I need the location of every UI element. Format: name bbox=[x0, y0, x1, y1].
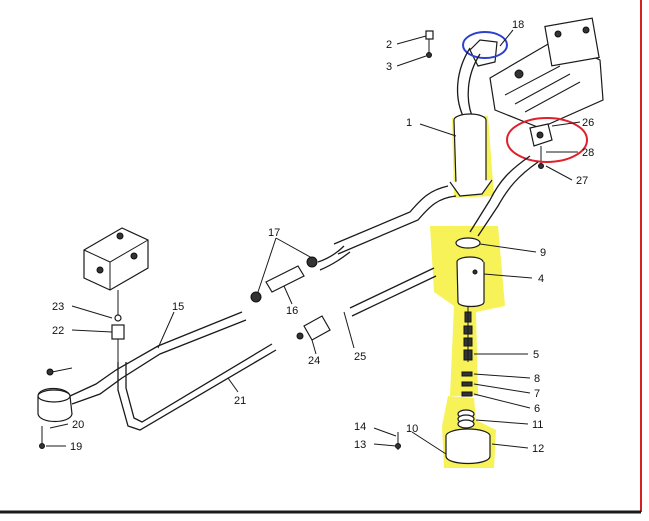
callout-27: 27 bbox=[576, 175, 588, 187]
callout-21: 21 bbox=[234, 395, 246, 407]
callout-20: 20 bbox=[72, 419, 84, 431]
callout-1: 1 bbox=[406, 117, 412, 129]
spool-5 bbox=[463, 306, 473, 362]
fittings-22-23 bbox=[111, 290, 125, 362]
callout-17: 17 bbox=[268, 227, 280, 239]
callout-15: 15 bbox=[172, 301, 184, 313]
callout-24: 24 bbox=[308, 355, 320, 367]
callout-23: 23 bbox=[52, 301, 64, 313]
bolts-13-14 bbox=[395, 432, 401, 450]
callout-11: 11 bbox=[532, 419, 543, 431]
callout-10: 10 bbox=[406, 423, 418, 435]
cap-12 bbox=[445, 428, 491, 465]
callout-14: 14 bbox=[354, 421, 366, 433]
spring-11 bbox=[457, 409, 475, 429]
callout-9: 9 bbox=[540, 247, 546, 259]
hose-25 bbox=[333, 185, 457, 317]
connector-24 bbox=[296, 315, 331, 341]
callout-16: 16 bbox=[286, 305, 298, 317]
connector-16-17 bbox=[250, 245, 351, 303]
hose-upper-left bbox=[456, 47, 481, 117]
callout-labels: 1 2 3 4 5 6 7 8 9 10 11 12 13 14 15 16 1… bbox=[52, 19, 594, 455]
callout-18: 18 bbox=[512, 19, 524, 31]
callout-7: 7 bbox=[534, 388, 540, 400]
callout-8: 8 bbox=[534, 373, 540, 385]
red-mark-circle bbox=[506, 117, 588, 163]
fitting-26-28 bbox=[506, 117, 588, 169]
ring-9 bbox=[455, 237, 481, 249]
small-parts-6-7-8 bbox=[461, 371, 473, 397]
hose-21 bbox=[117, 343, 277, 431]
filter-1 bbox=[449, 113, 493, 197]
hose-15 bbox=[69, 311, 247, 405]
block-20 bbox=[37, 368, 73, 449]
callout-13: 13 bbox=[354, 439, 366, 451]
valve-block bbox=[83, 227, 149, 291]
callout-22: 22 bbox=[52, 325, 64, 337]
leader-lines bbox=[46, 29, 581, 455]
callout-19: 19 bbox=[70, 441, 82, 453]
callout-3: 3 bbox=[386, 61, 392, 73]
bolt-2-3 bbox=[425, 30, 434, 58]
callout-12: 12 bbox=[532, 443, 544, 455]
callout-26: 26 bbox=[582, 117, 594, 129]
callout-28: 28 bbox=[582, 147, 594, 159]
pump-housing bbox=[489, 17, 604, 129]
hose-right bbox=[469, 155, 539, 237]
callout-6: 6 bbox=[534, 403, 540, 415]
callout-4: 4 bbox=[538, 273, 544, 285]
callout-2: 2 bbox=[386, 39, 392, 51]
callout-5: 5 bbox=[533, 349, 539, 361]
valve-body-4 bbox=[456, 256, 485, 308]
blue-mark-circle bbox=[462, 31, 508, 59]
callout-25: 25 bbox=[354, 351, 366, 363]
